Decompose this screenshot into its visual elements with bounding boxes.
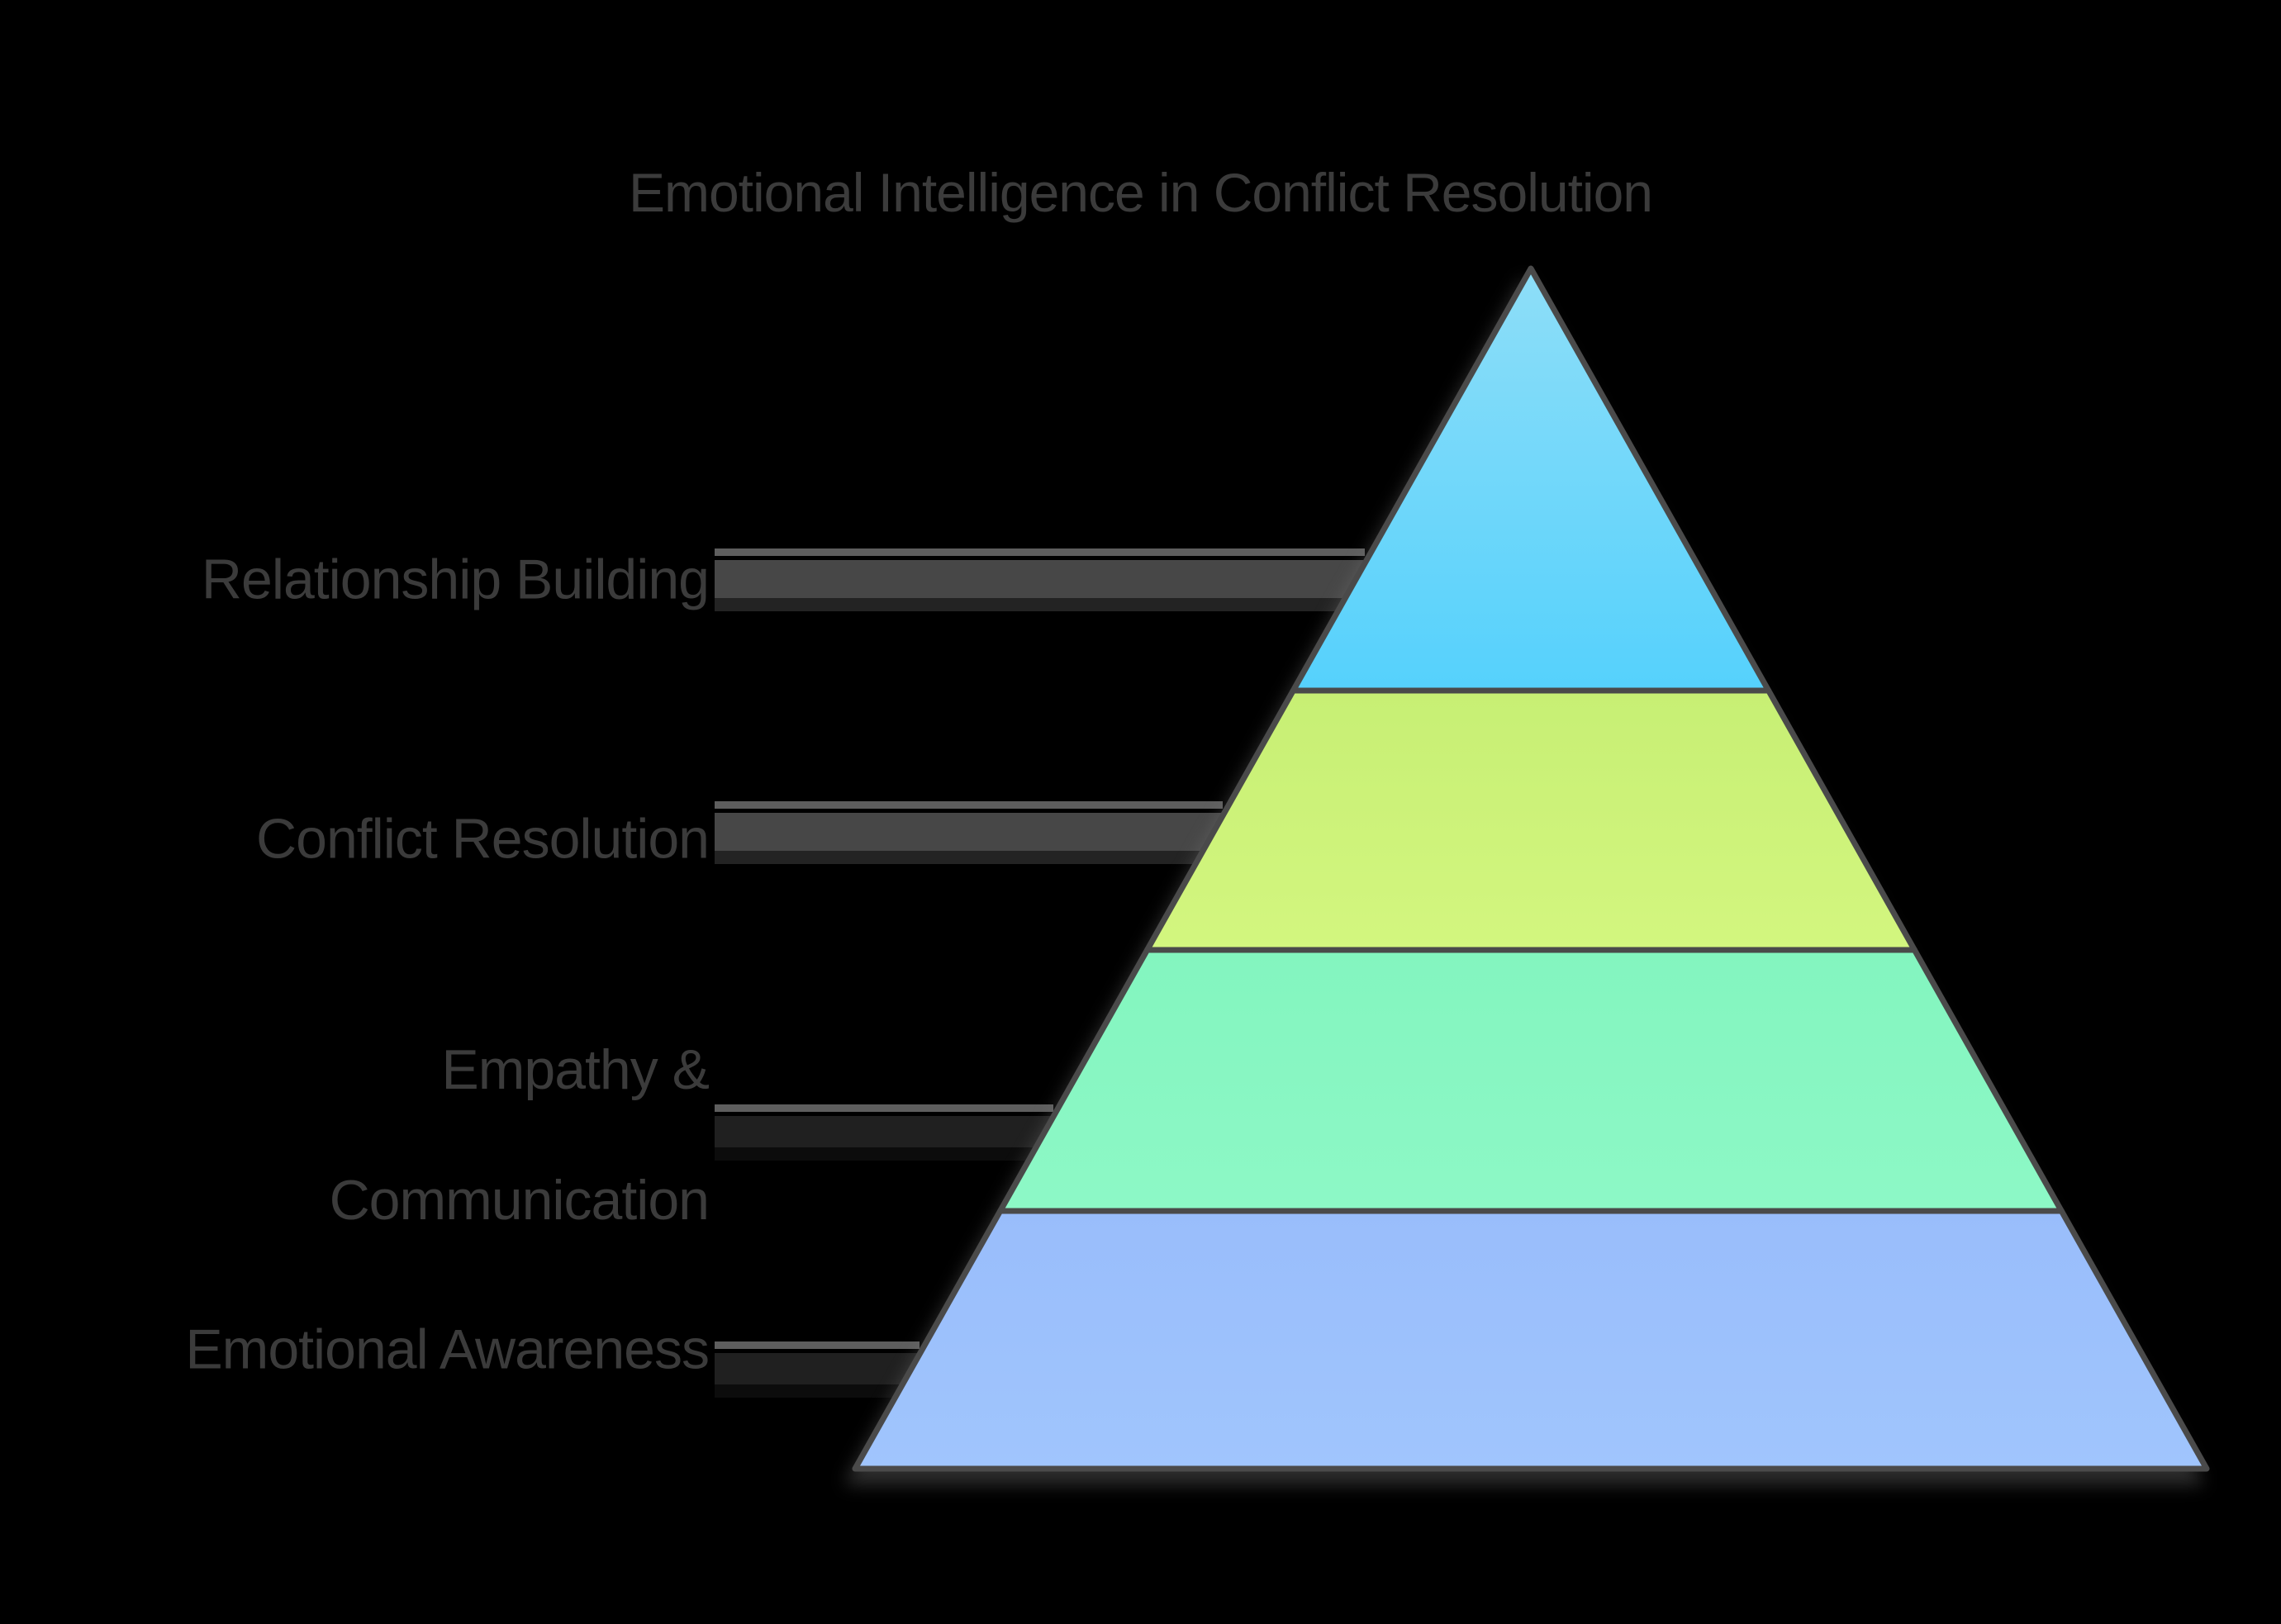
diagram-title: Emotional Intelligence in Conflict Resol… [628,162,1653,223]
leader-line-stroke [715,801,1223,809]
level-label-emotional-awareness: Emotional Awareness [185,1318,710,1381]
leader-line-empathy-communication [715,1104,1053,1161]
leader-line-conflict-resolution [715,801,1223,864]
leader-line-relationship-building [715,548,1365,611]
leader-line-stroke [715,1341,920,1349]
leader-line-glow [715,813,1223,851]
level-label-relationship-building: Relationship Building [201,548,710,611]
leader-line-shadow [715,598,1365,611]
leader-line-stroke [715,548,1365,556]
leader-line-glow [715,560,1365,598]
pyramid-level-2-shape [1144,687,1917,953]
pyramid-level-1-shape [1290,265,1772,694]
leader-line-shadow [715,1147,1053,1161]
leader-line-glow [715,1116,1053,1147]
pyramid-level-4-shape [852,1208,2210,1472]
pyramid-level-3-shape [997,947,2065,1214]
leader-line-stroke [715,1104,1053,1112]
level-label-empathy-communication: Empathy & Communication [329,1038,710,1232]
leader-line-emotional-awareness [715,1341,920,1398]
leader-line-shadow [715,851,1223,864]
level-label-conflict-resolution: Conflict Resolution [256,807,710,871]
leader-line-shadow [715,1384,920,1398]
leader-line-glow [715,1353,920,1384]
